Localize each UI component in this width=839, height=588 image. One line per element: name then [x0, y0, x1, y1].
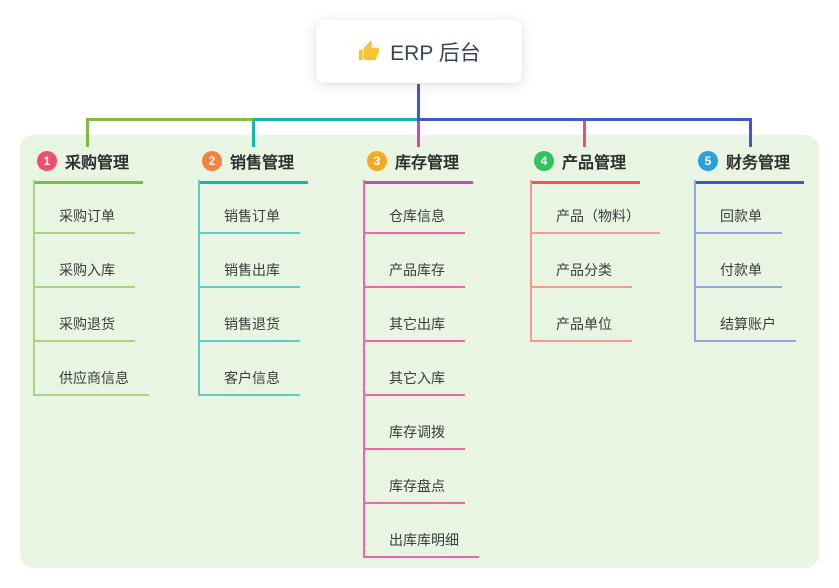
branch-finance-label: 财务管理 — [726, 155, 791, 172]
connector-bus-right — [417, 118, 752, 121]
branch-finance-children: 回款单 付款单 结算账户 — [694, 180, 796, 342]
branch-procurement-children: 采购订单 采购入库 采购退货 供应商信息 — [33, 180, 149, 396]
child-node: 产品库存 — [365, 234, 465, 288]
branch-product-header: 4 产品管理 — [530, 146, 641, 184]
branch-procurement-header: 1 采购管理 — [33, 146, 144, 184]
connector-drop-2 — [252, 121, 255, 147]
connector-root-line — [417, 84, 420, 118]
child-node: 产品（物料） — [532, 180, 660, 234]
connector-bus-left — [86, 118, 253, 121]
badge-2: 2 — [202, 151, 222, 171]
child-node: 客户信息 — [200, 342, 300, 396]
thumbs-up-icon — [357, 40, 380, 63]
badge-4: 4 — [534, 151, 554, 171]
branch-inventory-children: 仓库信息 产品库存 其它出库 其它入库 库存调拨 库存盘点 出库库明细 — [363, 180, 479, 558]
child-node: 库存盘点 — [365, 450, 465, 504]
branch-sales-label: 销售管理 — [230, 155, 295, 172]
branch-finance-header: 5 财务管理 — [694, 146, 805, 184]
connector-drop-3 — [417, 121, 420, 147]
child-node: 销售订单 — [200, 180, 300, 234]
child-node: 其它入库 — [365, 342, 465, 396]
child-node: 销售出库 — [200, 234, 300, 288]
mindmap-panel — [20, 135, 819, 568]
branch-product-children: 产品（物料） 产品分类 产品单位 — [530, 180, 660, 342]
root-label: ERP 后台 — [390, 41, 481, 65]
child-node: 出库库明细 — [365, 504, 479, 558]
badge-3: 3 — [367, 151, 387, 171]
badge-5: 5 — [698, 151, 718, 171]
branch-product-label: 产品管理 — [562, 155, 627, 172]
branch-inventory-header: 3 库存管理 — [363, 146, 474, 184]
child-node: 采购入库 — [35, 234, 135, 288]
branch-sales-children: 销售订单 销售出库 销售退货 客户信息 — [198, 180, 300, 396]
child-node: 采购订单 — [35, 180, 135, 234]
child-node: 结算账户 — [696, 288, 796, 342]
child-node: 采购退货 — [35, 288, 135, 342]
child-node: 回款单 — [696, 180, 782, 234]
child-node: 其它出库 — [365, 288, 465, 342]
child-node: 销售退货 — [200, 288, 300, 342]
connector-drop-5 — [749, 118, 752, 147]
branch-procurement-label: 采购管理 — [65, 155, 130, 172]
connector-drop-4 — [583, 121, 586, 147]
branch-inventory-label: 库存管理 — [395, 155, 460, 172]
child-node: 产品分类 — [532, 234, 632, 288]
child-node: 付款单 — [696, 234, 782, 288]
child-node: 供应商信息 — [35, 342, 149, 396]
child-node: 仓库信息 — [365, 180, 465, 234]
connector-bus-mid — [253, 118, 419, 121]
child-node: 库存调拨 — [365, 396, 465, 450]
root-node: ERP 后台 — [316, 20, 522, 83]
child-node: 产品单位 — [532, 288, 632, 342]
connector-drop-1 — [86, 118, 89, 147]
badge-1: 1 — [37, 151, 57, 171]
branch-sales-header: 2 销售管理 — [198, 146, 309, 184]
